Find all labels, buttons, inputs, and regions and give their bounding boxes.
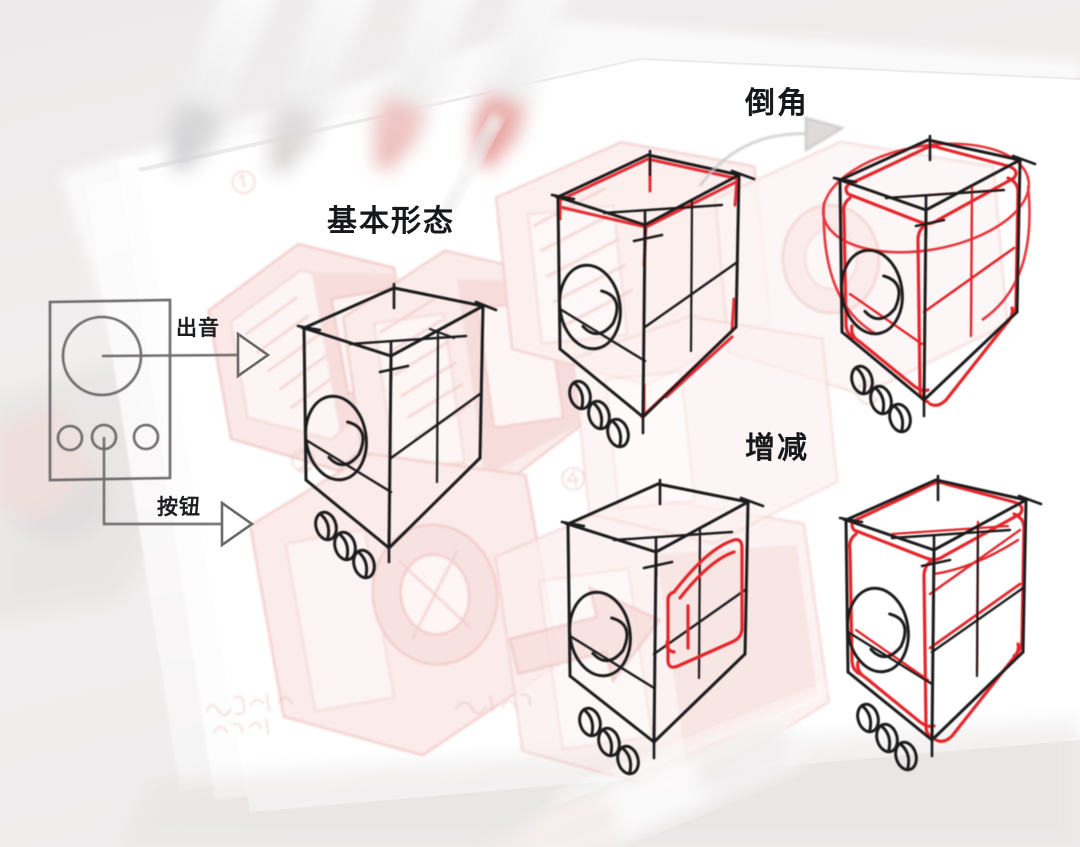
label-add-subtract: 增减 [745,431,809,466]
label-chamfer: 倒角 [745,86,809,121]
label-basic-form: 基本形态 [327,204,455,239]
button-hole-1 [56,424,84,452]
button-arrow-icon [220,500,255,548]
label-sound-out: 出音 [176,316,220,340]
button-leader [102,437,222,526]
sound-out-leader [101,353,239,358]
label-button: 按钮 [157,495,201,519]
curved-arrow-path [699,132,813,187]
sound-out-arrow-icon [236,331,271,379]
button-hole-3 [132,423,160,451]
front-view-outline [48,298,172,482]
curved-arrow-head-icon [804,116,845,153]
